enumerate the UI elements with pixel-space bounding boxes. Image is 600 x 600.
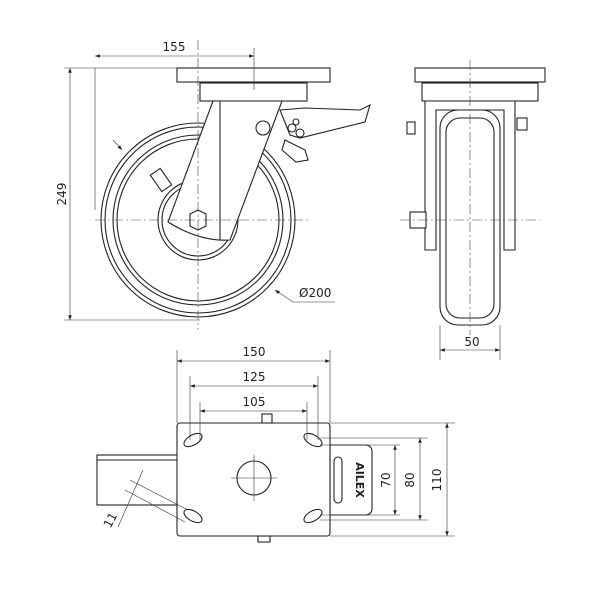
fork-leg	[167, 100, 283, 241]
dim-height-249: 249	[55, 183, 69, 206]
fork-front	[424, 100, 516, 251]
brake-pedal	[96, 454, 183, 506]
dim-wheel-width-50: 50	[464, 335, 479, 349]
brake-lever	[149, 103, 371, 193]
dim-plate-width-150: 150	[243, 345, 266, 359]
dim-hole-11: 11	[101, 510, 121, 530]
dim-hole-spacing-125: 125	[243, 370, 266, 384]
bolt	[255, 120, 271, 136]
dim-depth-110: 110	[430, 469, 444, 492]
dim-slot-70: 70	[379, 472, 393, 487]
dim-width-155: 155	[163, 40, 186, 54]
top-plate	[176, 67, 331, 83]
swivel-bearing	[199, 82, 308, 102]
front-view: 50	[400, 60, 546, 360]
top-plate-front	[414, 67, 546, 83]
dim-hole-spacing-105: 105	[243, 395, 266, 409]
dim-diameter-200: Ø200	[299, 286, 331, 300]
brand-mark: AILEX	[353, 462, 366, 498]
side-view: 155 249 Ø200	[55, 40, 371, 330]
dim-slot-80: 80	[403, 472, 417, 487]
top-view: AILEX 150 125 105 70 80	[96, 345, 455, 543]
